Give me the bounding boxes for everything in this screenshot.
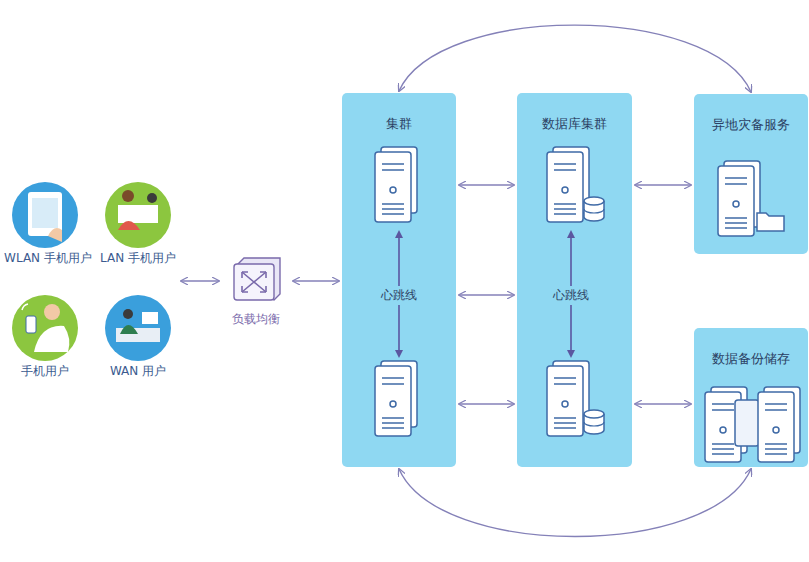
panel-title: 数据库集群 — [517, 115, 632, 133]
connector-arrow — [181, 280, 219, 281]
panel-ground — [694, 94, 808, 254]
server-icon — [718, 161, 760, 236]
user-avatar — [12, 295, 78, 361]
connector-arrow — [293, 280, 339, 281]
panel-title: 集群 — [342, 115, 456, 133]
node-label: 手机用户 — [12, 363, 78, 380]
server-icon — [375, 361, 417, 436]
folder-icon — [757, 213, 784, 231]
heartbeat-label: 心跳线 — [551, 286, 591, 305]
database-icon — [584, 197, 604, 221]
connector-arrow — [635, 184, 691, 185]
connector-arrow — [459, 403, 514, 404]
heartbeat-line — [395, 230, 575, 358]
server-icon — [547, 361, 589, 436]
panel-title: 异地灾备服务 — [694, 116, 808, 134]
panel-title: 数据备份储存 — [694, 350, 808, 368]
server-icon — [758, 387, 800, 462]
panel-ground — [342, 93, 456, 467]
load-balancer: 负载均衡 — [222, 254, 290, 328]
database-icon — [584, 410, 604, 434]
cluster-panel: 异地灾备服务 — [694, 94, 808, 254]
load-balancer-icon — [234, 258, 280, 300]
cluster-panel: 数据备份储存 — [694, 328, 808, 467]
user-avatar — [105, 295, 171, 361]
user-avatar — [105, 182, 171, 248]
panel-ground — [517, 93, 632, 467]
node-label: WLAN 手机用户 — [2, 250, 94, 267]
connector-arrow — [399, 469, 751, 537]
user-node: LAN 手机用户 — [98, 182, 178, 267]
heartbeat-label: 心跳线 — [379, 286, 419, 305]
user-node: 手机用户 — [12, 295, 78, 380]
storage-box — [735, 400, 759, 446]
connector-arrow — [635, 403, 691, 404]
user-node: WLAN 手机用户 — [2, 182, 94, 267]
connector-arrow — [399, 25, 751, 92]
cluster-panel: 集群 — [342, 93, 456, 467]
user-avatar — [12, 182, 78, 248]
panel-ground — [694, 328, 808, 467]
node-label: 负载均衡 — [222, 311, 290, 328]
cluster-panel: 数据库集群 — [517, 93, 632, 467]
connector-arrow — [459, 184, 514, 185]
node-label: LAN 手机用户 — [98, 250, 178, 267]
connector-arrow — [459, 294, 514, 295]
server-icon — [547, 147, 589, 222]
user-node: WAN 用户 — [105, 295, 171, 380]
server-icon — [375, 147, 417, 222]
node-label: WAN 用户 — [105, 363, 171, 380]
